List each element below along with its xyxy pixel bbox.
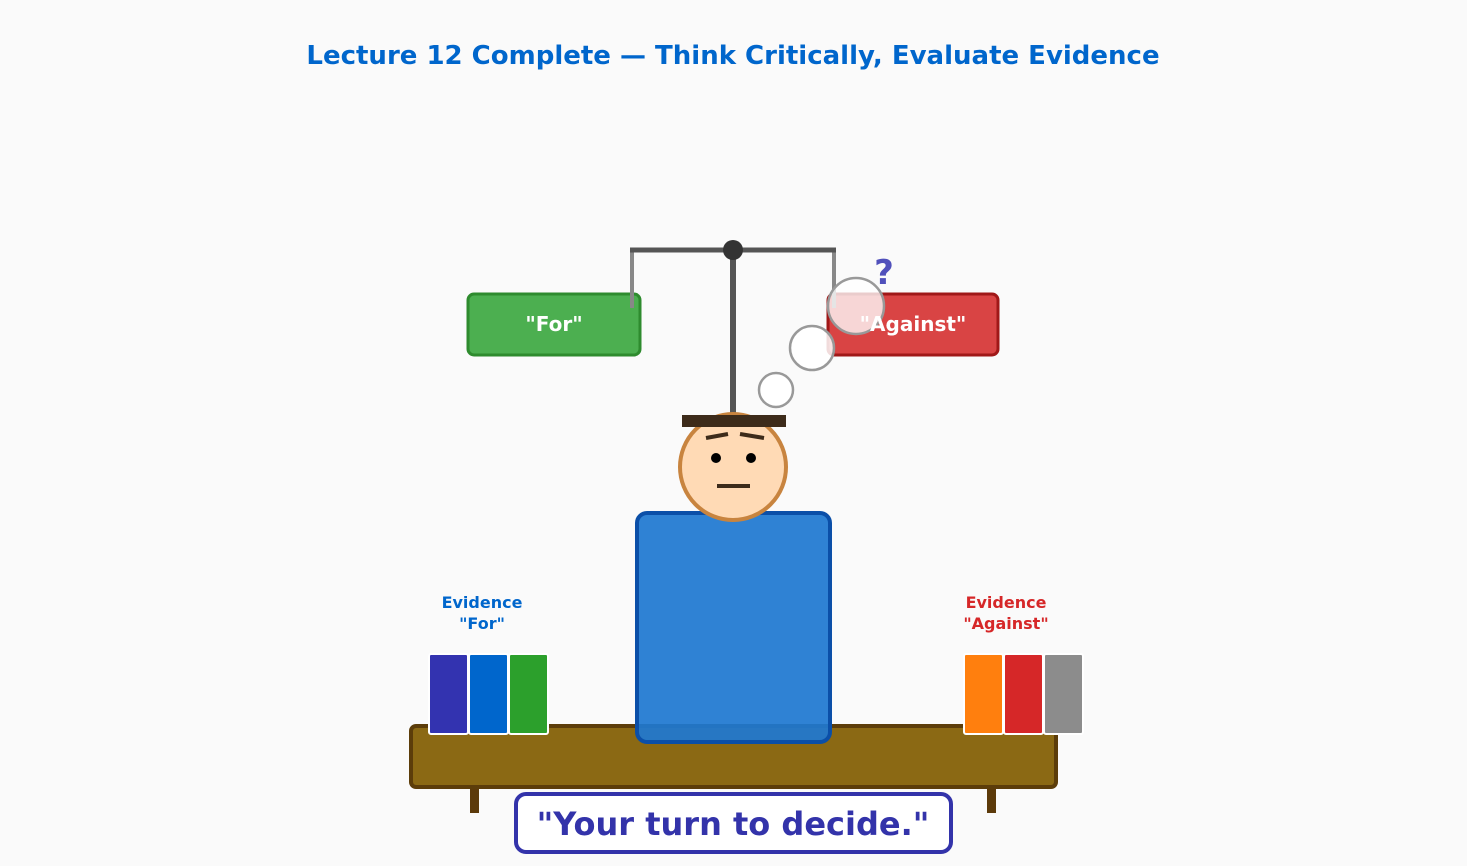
eye-right xyxy=(746,453,756,463)
evidence-for-label-line1: Evidence xyxy=(442,593,523,612)
thought-bubble-large xyxy=(826,276,886,336)
eye-left xyxy=(711,453,721,463)
question-mark-icon: ? xyxy=(874,253,894,293)
thought-bubble-medium xyxy=(788,324,836,372)
thought-bubbles: ? xyxy=(757,253,894,409)
for-pan-box xyxy=(466,292,642,357)
eyebrow-left xyxy=(705,432,729,440)
evidence-book xyxy=(428,653,469,735)
caption-box xyxy=(514,792,953,854)
table-leg-right xyxy=(987,776,996,813)
thinking-person xyxy=(635,412,832,744)
person-body xyxy=(635,511,832,744)
evidence-for-books xyxy=(428,653,549,735)
table-leg-left xyxy=(470,776,479,813)
evidence-for-label-line2: "For" xyxy=(459,614,505,633)
evidence-against-books xyxy=(963,653,1084,735)
page-title: Lecture 12 Complete — Think Critically, … xyxy=(306,41,1159,71)
evidence-book xyxy=(1003,653,1044,735)
against-pan-label: "Against" xyxy=(860,312,967,336)
person-hair xyxy=(682,415,786,427)
evidence-book xyxy=(508,653,549,735)
eyebrow-right xyxy=(739,432,765,440)
evidence-book xyxy=(1043,653,1084,735)
evidence-book xyxy=(468,653,509,735)
evidence-against-label-line2: "Against" xyxy=(963,614,1048,633)
scale-pivot xyxy=(723,240,743,260)
evidence-book xyxy=(963,653,1004,735)
caption-text: "Your turn to decide." xyxy=(537,805,930,843)
evidence-against-label-line1: Evidence xyxy=(966,593,1047,612)
thought-bubble-small xyxy=(757,371,795,409)
person-head xyxy=(678,412,788,522)
for-pan-label: "For" xyxy=(525,312,582,336)
